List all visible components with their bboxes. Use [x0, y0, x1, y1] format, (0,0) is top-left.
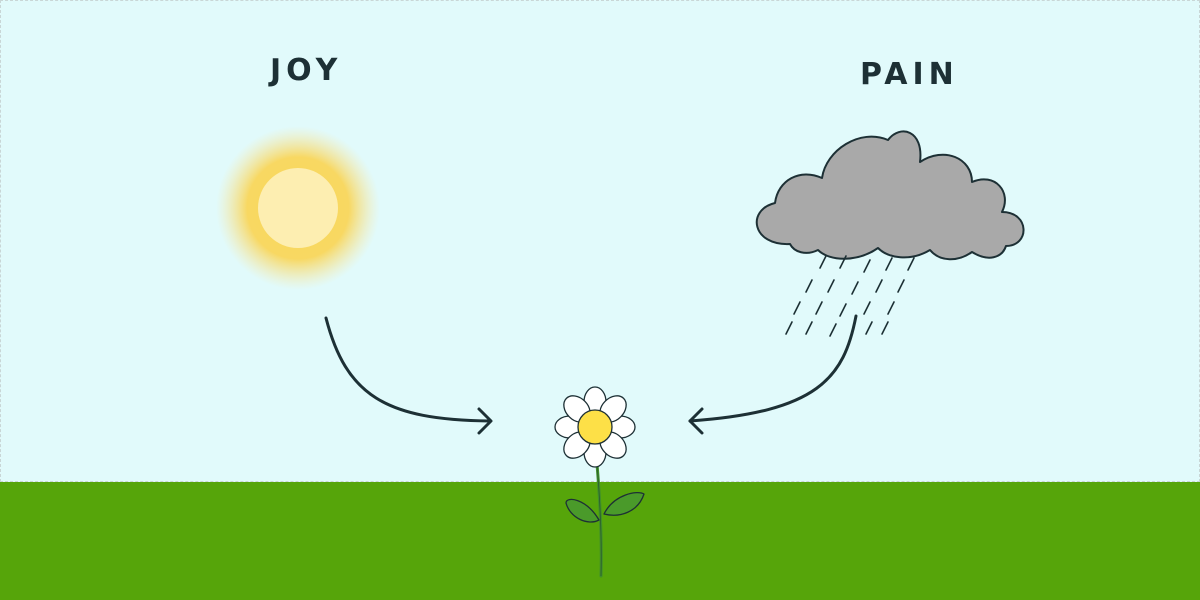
rain-drops — [786, 256, 914, 336]
rain-cloud-icon — [757, 131, 1024, 336]
joy-arrow — [326, 318, 491, 433]
flower-center — [578, 410, 612, 444]
left-leaf — [566, 499, 599, 522]
daisy-icon — [555, 387, 644, 576]
right-leaf — [604, 493, 644, 516]
cloud-shape — [757, 131, 1024, 259]
sun-icon — [216, 126, 380, 290]
